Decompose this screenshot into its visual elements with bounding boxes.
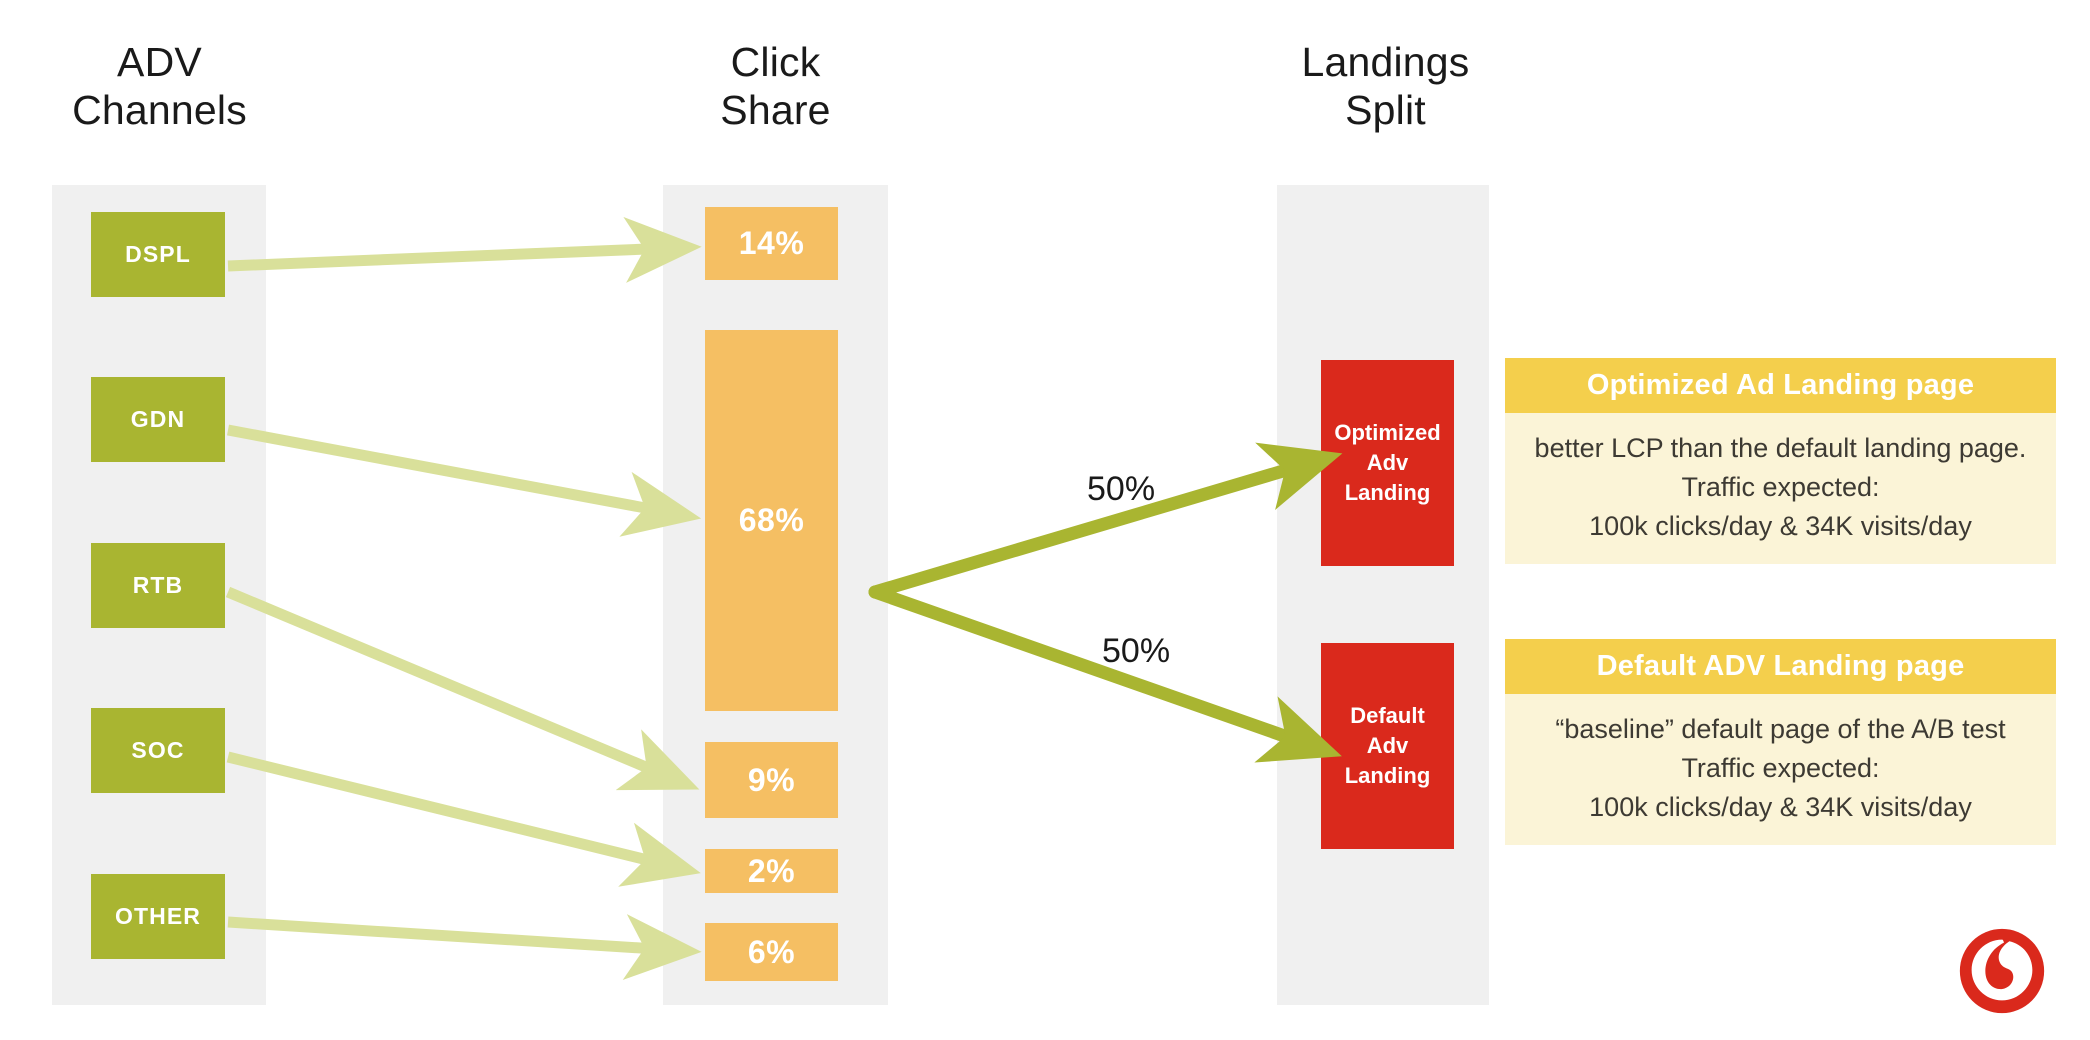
landing-label-line1: Optimized <box>1334 420 1441 446</box>
column-title-line1: Click <box>730 39 821 85</box>
landing-label-line2: Adv <box>1366 450 1409 476</box>
column-title-click-share: Click Share <box>638 38 913 135</box>
band-landings <box>1277 185 1489 1005</box>
info-panel-body: “baseline” default page of the A/B test … <box>1505 694 2056 845</box>
channel-box-gdn[interactable]: GDN <box>91 377 225 462</box>
connector-soc-to-2 <box>226 751 701 887</box>
connector-other-to-6 <box>227 914 702 980</box>
column-title-line2: Channels <box>72 87 247 134</box>
column-title-line1: ADV <box>117 39 202 85</box>
info-panel-line-3: 100k clicks/day & 34K visits/day <box>1589 511 1972 542</box>
connector-split-to-default <box>868 585 1342 763</box>
info-panel-line-1: “baseline” default page of the A/B test <box>1555 714 2006 744</box>
info-panel-default-adv-landing-page: Default ADV Landing page “baseline” defa… <box>1505 639 2056 846</box>
vodafone-logo-icon <box>1959 928 2045 1014</box>
split-label-default: 50% <box>1102 632 1171 670</box>
info-panel-line-3: 100k clicks/day & 34K visits/day <box>1589 792 1972 823</box>
channel-box-other[interactable]: OTHER <box>91 874 225 959</box>
channel-box-soc[interactable]: SOC <box>91 708 225 793</box>
landing-label-line3: Landing <box>1344 479 1431 505</box>
connector-gdn-to-68 <box>226 424 702 537</box>
share-box-14[interactable]: 14% <box>705 207 838 280</box>
info-panel-optimized-ad-landing-page: Optimized Ad Landing page better LCP tha… <box>1505 358 2056 565</box>
landing-label-line2: Adv <box>1366 733 1409 759</box>
connector-rtb-to-9 <box>225 586 700 791</box>
channel-box-rtb[interactable]: RTB <box>91 543 225 628</box>
info-panel-line-2: Traffic expected: <box>1681 472 1880 503</box>
vodafone-logo <box>1953 922 2051 1020</box>
landing-label-line1: Default <box>1350 703 1425 729</box>
share-box-2[interactable]: 2% <box>705 849 838 893</box>
share-box-68[interactable]: 68% <box>705 330 838 711</box>
connector-dspl-to-14 <box>227 216 702 283</box>
info-panel-title: Optimized Ad Landing page <box>1505 358 2056 413</box>
column-title-adv-channels: ADV Channels <box>22 38 297 135</box>
landing-box-optimized-adv-landing[interactable]: Optimized Adv Landing <box>1321 360 1454 566</box>
channel-box-dspl[interactable]: DSPL <box>91 212 225 297</box>
info-panel-title: Default ADV Landing page <box>1505 639 2056 694</box>
info-panel-body: better LCP than the default landing page… <box>1505 413 2056 564</box>
landing-label-line3: Landing <box>1344 762 1431 788</box>
share-box-9[interactable]: 9% <box>705 742 838 818</box>
column-title-line2: Share <box>720 87 831 134</box>
info-panel-line-2: Traffic expected: <box>1681 753 1880 784</box>
split-label-optimized: 50% <box>1087 470 1156 508</box>
column-title-line1: Landings <box>1301 39 1470 85</box>
info-panel-line-1: better LCP than the default landing page… <box>1534 433 2027 463</box>
column-title-line2: Split <box>1345 87 1426 134</box>
share-box-6[interactable]: 6% <box>705 923 838 981</box>
column-title-landings: Landings Split <box>1248 38 1523 135</box>
landing-box-default-adv-landing[interactable]: Default Adv Landing <box>1321 643 1454 849</box>
